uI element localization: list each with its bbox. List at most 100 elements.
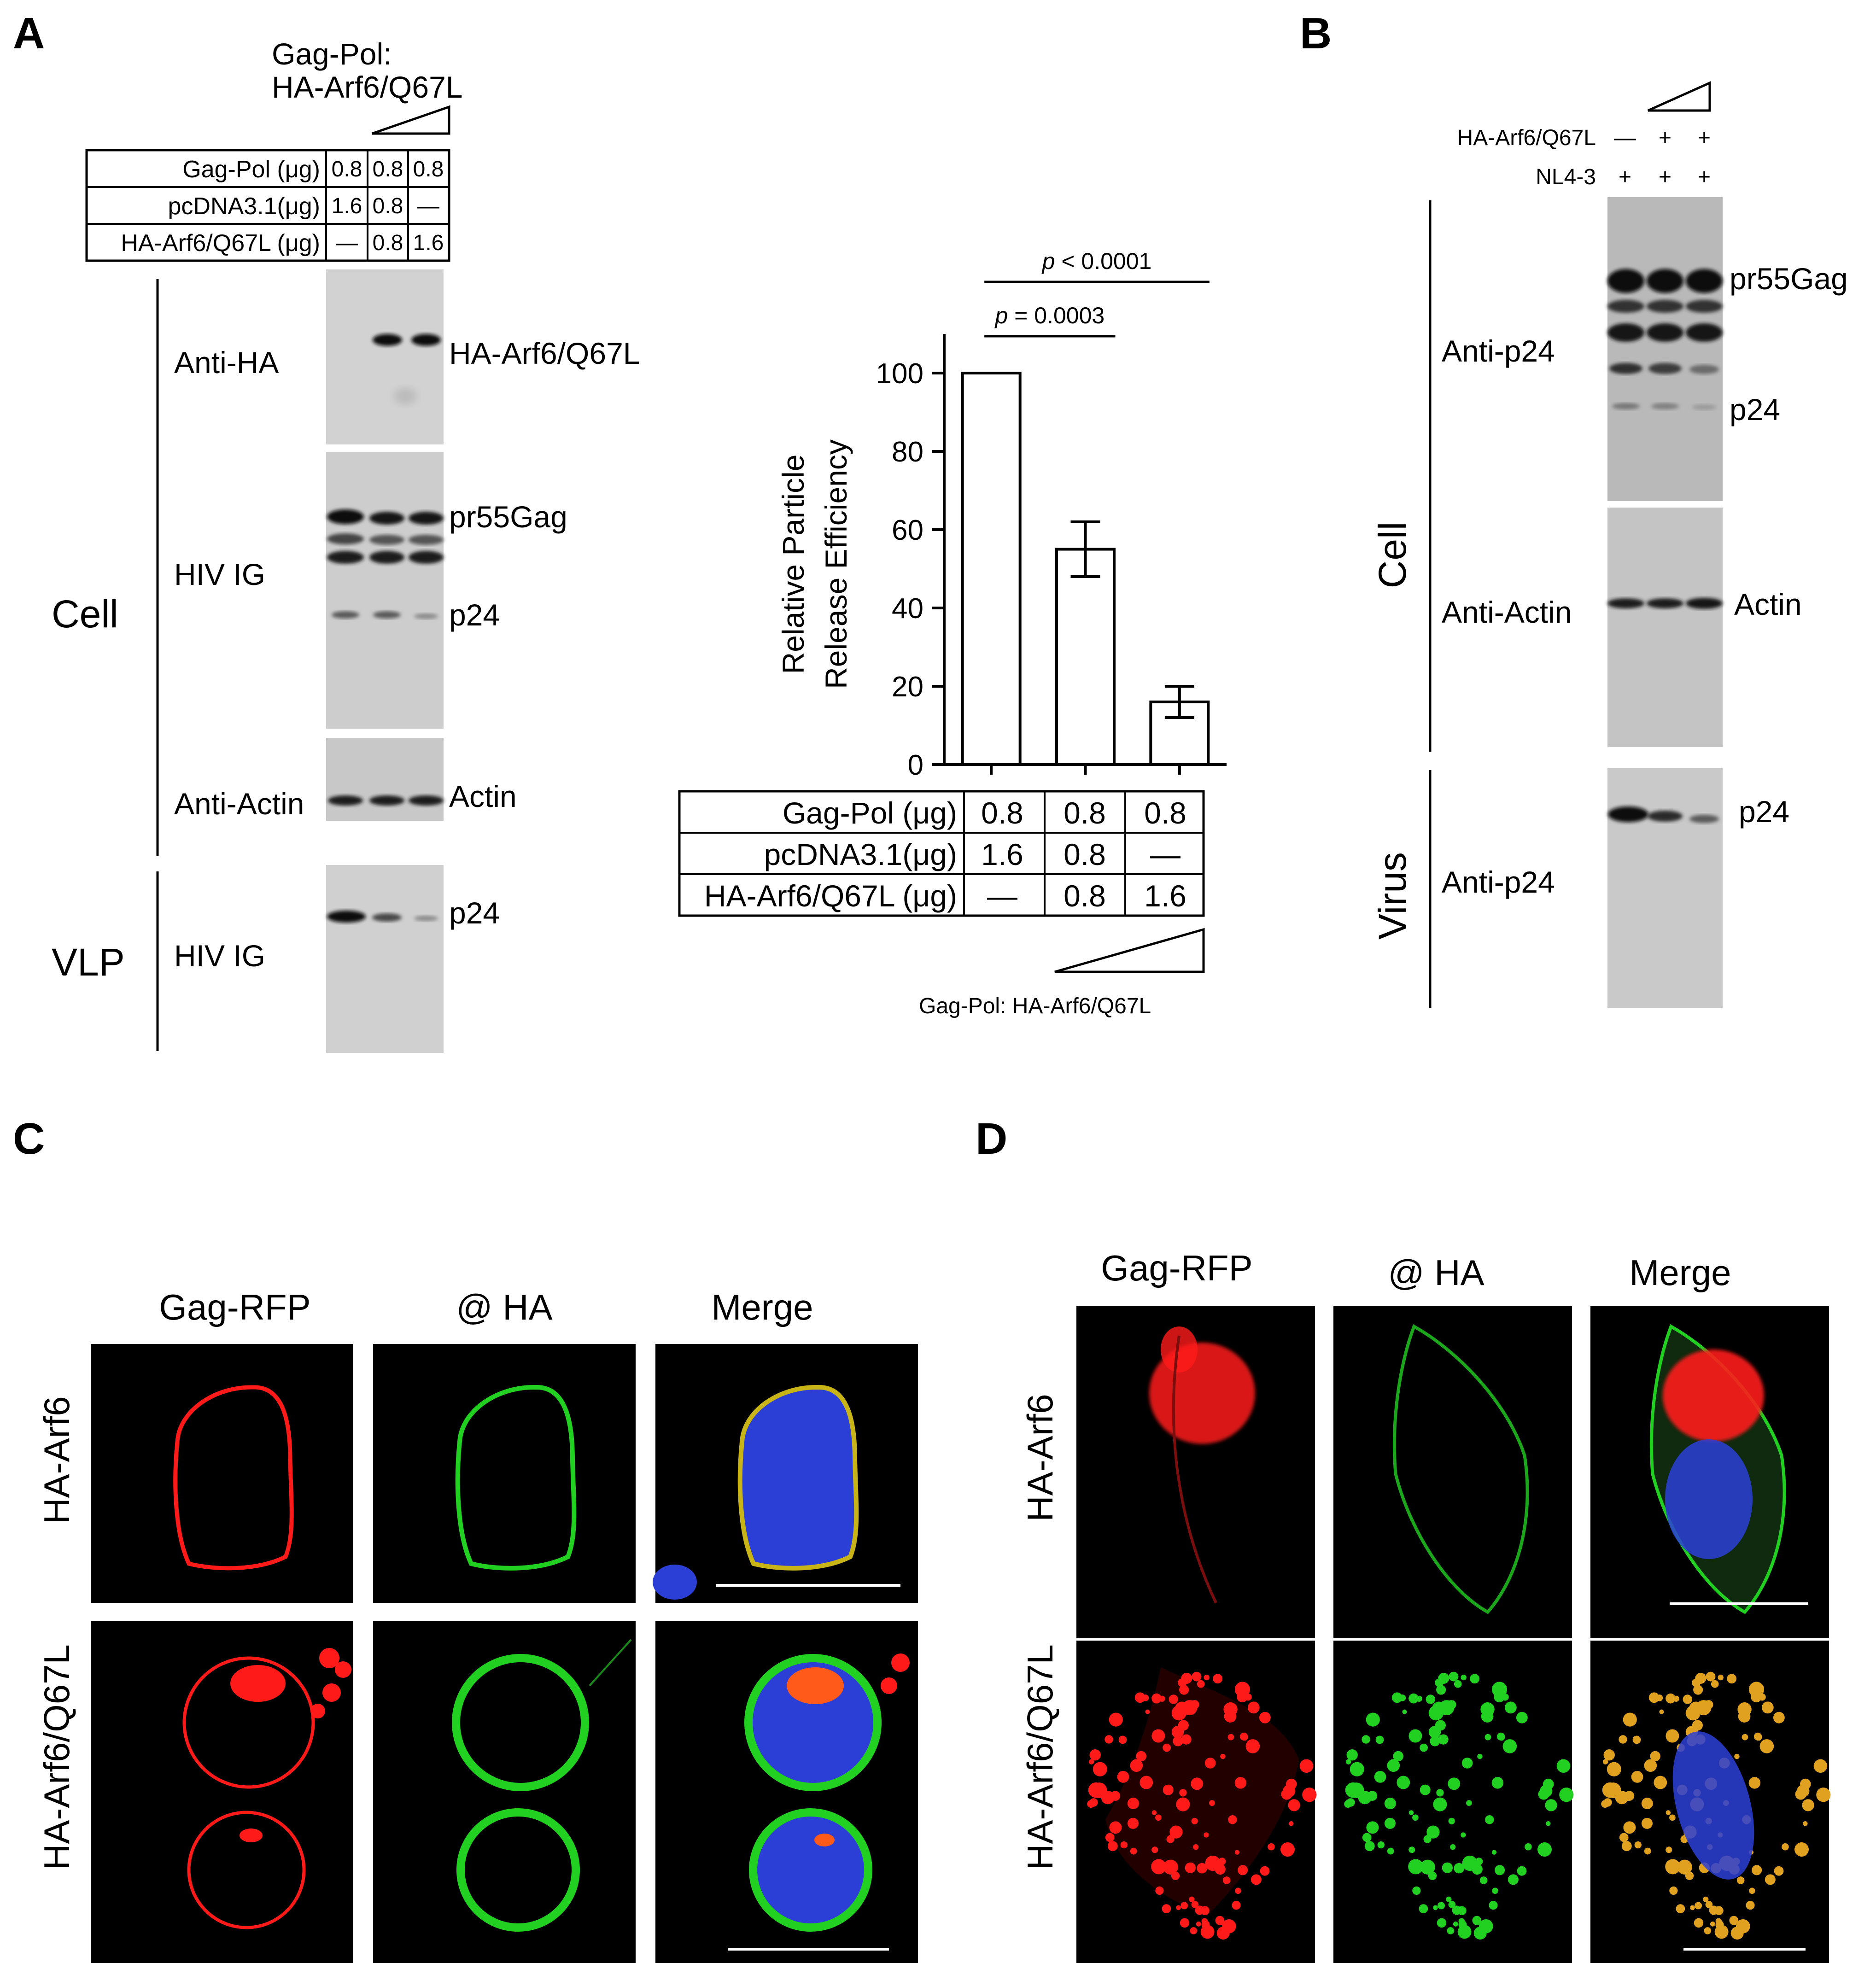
b-antibody-label: Anti-Actin xyxy=(1442,595,1572,629)
c-micrograph-q67l-ha xyxy=(373,1621,636,1963)
green-puncta xyxy=(1344,1671,1574,1940)
group-label-cell: Cell xyxy=(52,592,118,636)
b-cell: + xyxy=(1619,165,1631,189)
antibody-label: Anti-Actin xyxy=(174,787,304,821)
b-group-label-virus: Virus xyxy=(1371,852,1414,940)
c-micrograph-q67l-merge xyxy=(655,1621,918,1963)
chart-table-cell: 1.6 xyxy=(981,837,1023,871)
table-cell: — xyxy=(336,231,358,255)
band-label: HA-Arf6/Q67L xyxy=(449,336,640,370)
table-cell: — xyxy=(417,194,439,218)
chart-table-cell: 0.8 xyxy=(1064,879,1106,913)
d-column-label: Merge xyxy=(1629,1252,1731,1293)
panel-label-c: C xyxy=(13,1114,45,1163)
c-column-label: @ HA xyxy=(456,1287,552,1327)
table-cell: 0.8 xyxy=(373,231,403,255)
c-row-label: HA-Arf6 xyxy=(36,1396,77,1524)
b-row-label: HA-Arf6/Q67L xyxy=(1457,126,1596,150)
bar xyxy=(961,372,1022,766)
chart-table-cell: 0.8 xyxy=(1064,837,1106,871)
chart-bars xyxy=(961,372,1210,766)
y-tick-label: 20 xyxy=(892,671,923,703)
band-label: pr55Gag xyxy=(449,500,567,534)
group-label-vlp: VLP xyxy=(52,941,125,984)
b-ratio-wedge xyxy=(1647,81,1711,112)
blot-hiv-ig-cell xyxy=(326,452,444,729)
chart-ratio-label: Gag-Pol: HA-Arf6/Q67L xyxy=(919,994,1151,1018)
b-antibody-label: Anti-p24 xyxy=(1442,865,1555,899)
table-row-label: Gag-Pol (μg) xyxy=(182,156,320,183)
d-row-label: HA-Arf6 xyxy=(1020,1394,1060,1521)
blot-anti-ha xyxy=(326,269,444,444)
blot-anti-actin xyxy=(326,738,444,821)
table-cell: 0.8 xyxy=(332,157,362,181)
b-blot-anti-actin xyxy=(1607,508,1723,747)
red-puncta xyxy=(1087,1671,1317,1940)
b-band-label: pr55Gag xyxy=(1730,262,1848,296)
c-micrograph-arf6-merge xyxy=(653,1344,918,1603)
chart-table-cell: 0.8 xyxy=(1144,796,1186,830)
c-column-label: Gag-RFP xyxy=(159,1287,310,1327)
d-column-label: @ HA xyxy=(1388,1252,1484,1293)
table-row-label: HA-Arf6/Q67L (μg) xyxy=(121,230,320,257)
chart-table-cell: — xyxy=(987,879,1017,913)
d-micrograph-q67l-merge xyxy=(1590,1641,1831,1963)
d-row-label: HA-Arf6/Q67L xyxy=(1020,1644,1060,1870)
b-group-label-cell: Cell xyxy=(1371,522,1414,589)
table-cell: 0.8 xyxy=(373,194,403,218)
chart-table-row-label: Gag-Pol (μg) xyxy=(783,796,957,830)
b-band-label: p24 xyxy=(1730,392,1780,426)
c-row-label: HA-Arf6/Q67L xyxy=(36,1644,77,1870)
b-blot-anti-p24 xyxy=(1607,197,1723,501)
d-micrograph-arf6-merge xyxy=(1590,1306,1829,1638)
y-tick-label: 100 xyxy=(876,358,923,390)
band-label: p24 xyxy=(449,896,500,930)
y-tick-label: 0 xyxy=(908,749,923,781)
table-cell: 1.6 xyxy=(332,194,362,218)
table-border xyxy=(678,790,1205,917)
y-tick-label: 40 xyxy=(892,593,923,625)
chart-table-cell: 1.6 xyxy=(1144,879,1186,913)
y-tick-label: 80 xyxy=(892,436,923,468)
chart-table-cell: 0.8 xyxy=(1064,796,1106,830)
d-micrograph-q67l-rfp xyxy=(1076,1641,1317,1963)
b-cell: + xyxy=(1659,165,1671,189)
c-micrograph-arf6-ha xyxy=(373,1344,636,1603)
panel-label-a: A xyxy=(13,9,45,58)
antibody-label: Anti-HA xyxy=(174,345,279,380)
d-micrograph-arf6-ha xyxy=(1333,1306,1572,1638)
y-axis-label-line2: Release Efficiency xyxy=(819,439,853,689)
table-cell: 0.8 xyxy=(413,157,444,181)
antibody-label: HIV IG xyxy=(174,557,265,591)
bar xyxy=(1149,701,1210,766)
b-antibody-label: Anti-p24 xyxy=(1442,334,1555,368)
ratio-label-line2: HA-Arf6/Q67L xyxy=(272,70,463,104)
b-cell: + xyxy=(1698,126,1711,150)
d-micrograph-q67l-ha xyxy=(1333,1641,1574,1963)
bar xyxy=(1055,548,1116,766)
panel-label-b: B xyxy=(1300,9,1332,58)
c-micrograph-arf6-rfp xyxy=(91,1344,353,1603)
bar-chart: Relative Particle Release Efficiency 0 20… xyxy=(776,248,1227,781)
b-cell: — xyxy=(1614,126,1636,150)
table-cell: 1.6 xyxy=(413,231,444,255)
table-cell: 0.8 xyxy=(373,157,403,181)
table-border xyxy=(85,149,450,262)
panel-label-d: D xyxy=(976,1114,1007,1163)
chart-table-cell: 0.8 xyxy=(981,796,1023,830)
table-row-label: pcDNA3.1(μg) xyxy=(168,193,320,220)
chart-table-row-label: HA-Arf6/Q67L (μg) xyxy=(704,879,957,913)
ratio-wedge xyxy=(372,105,450,135)
blot-hiv-ig-vlp xyxy=(326,865,444,1053)
chart-table: Gag-Pol (μg) pcDNA3.1(μg) HA-Arf6/Q67L (… xyxy=(678,790,1205,917)
chart-ratio-wedge xyxy=(1054,928,1205,973)
b-cell: + xyxy=(1659,126,1671,150)
c-column-label: Merge xyxy=(711,1287,813,1327)
b-band-label: p24 xyxy=(1739,795,1789,829)
d-column-label: Gag-RFP xyxy=(1101,1248,1252,1288)
band-label: p24 xyxy=(449,598,500,632)
significance-label: p = 0.0003 xyxy=(994,303,1105,328)
y-axis-label-line1: Relative Particle xyxy=(776,455,810,674)
